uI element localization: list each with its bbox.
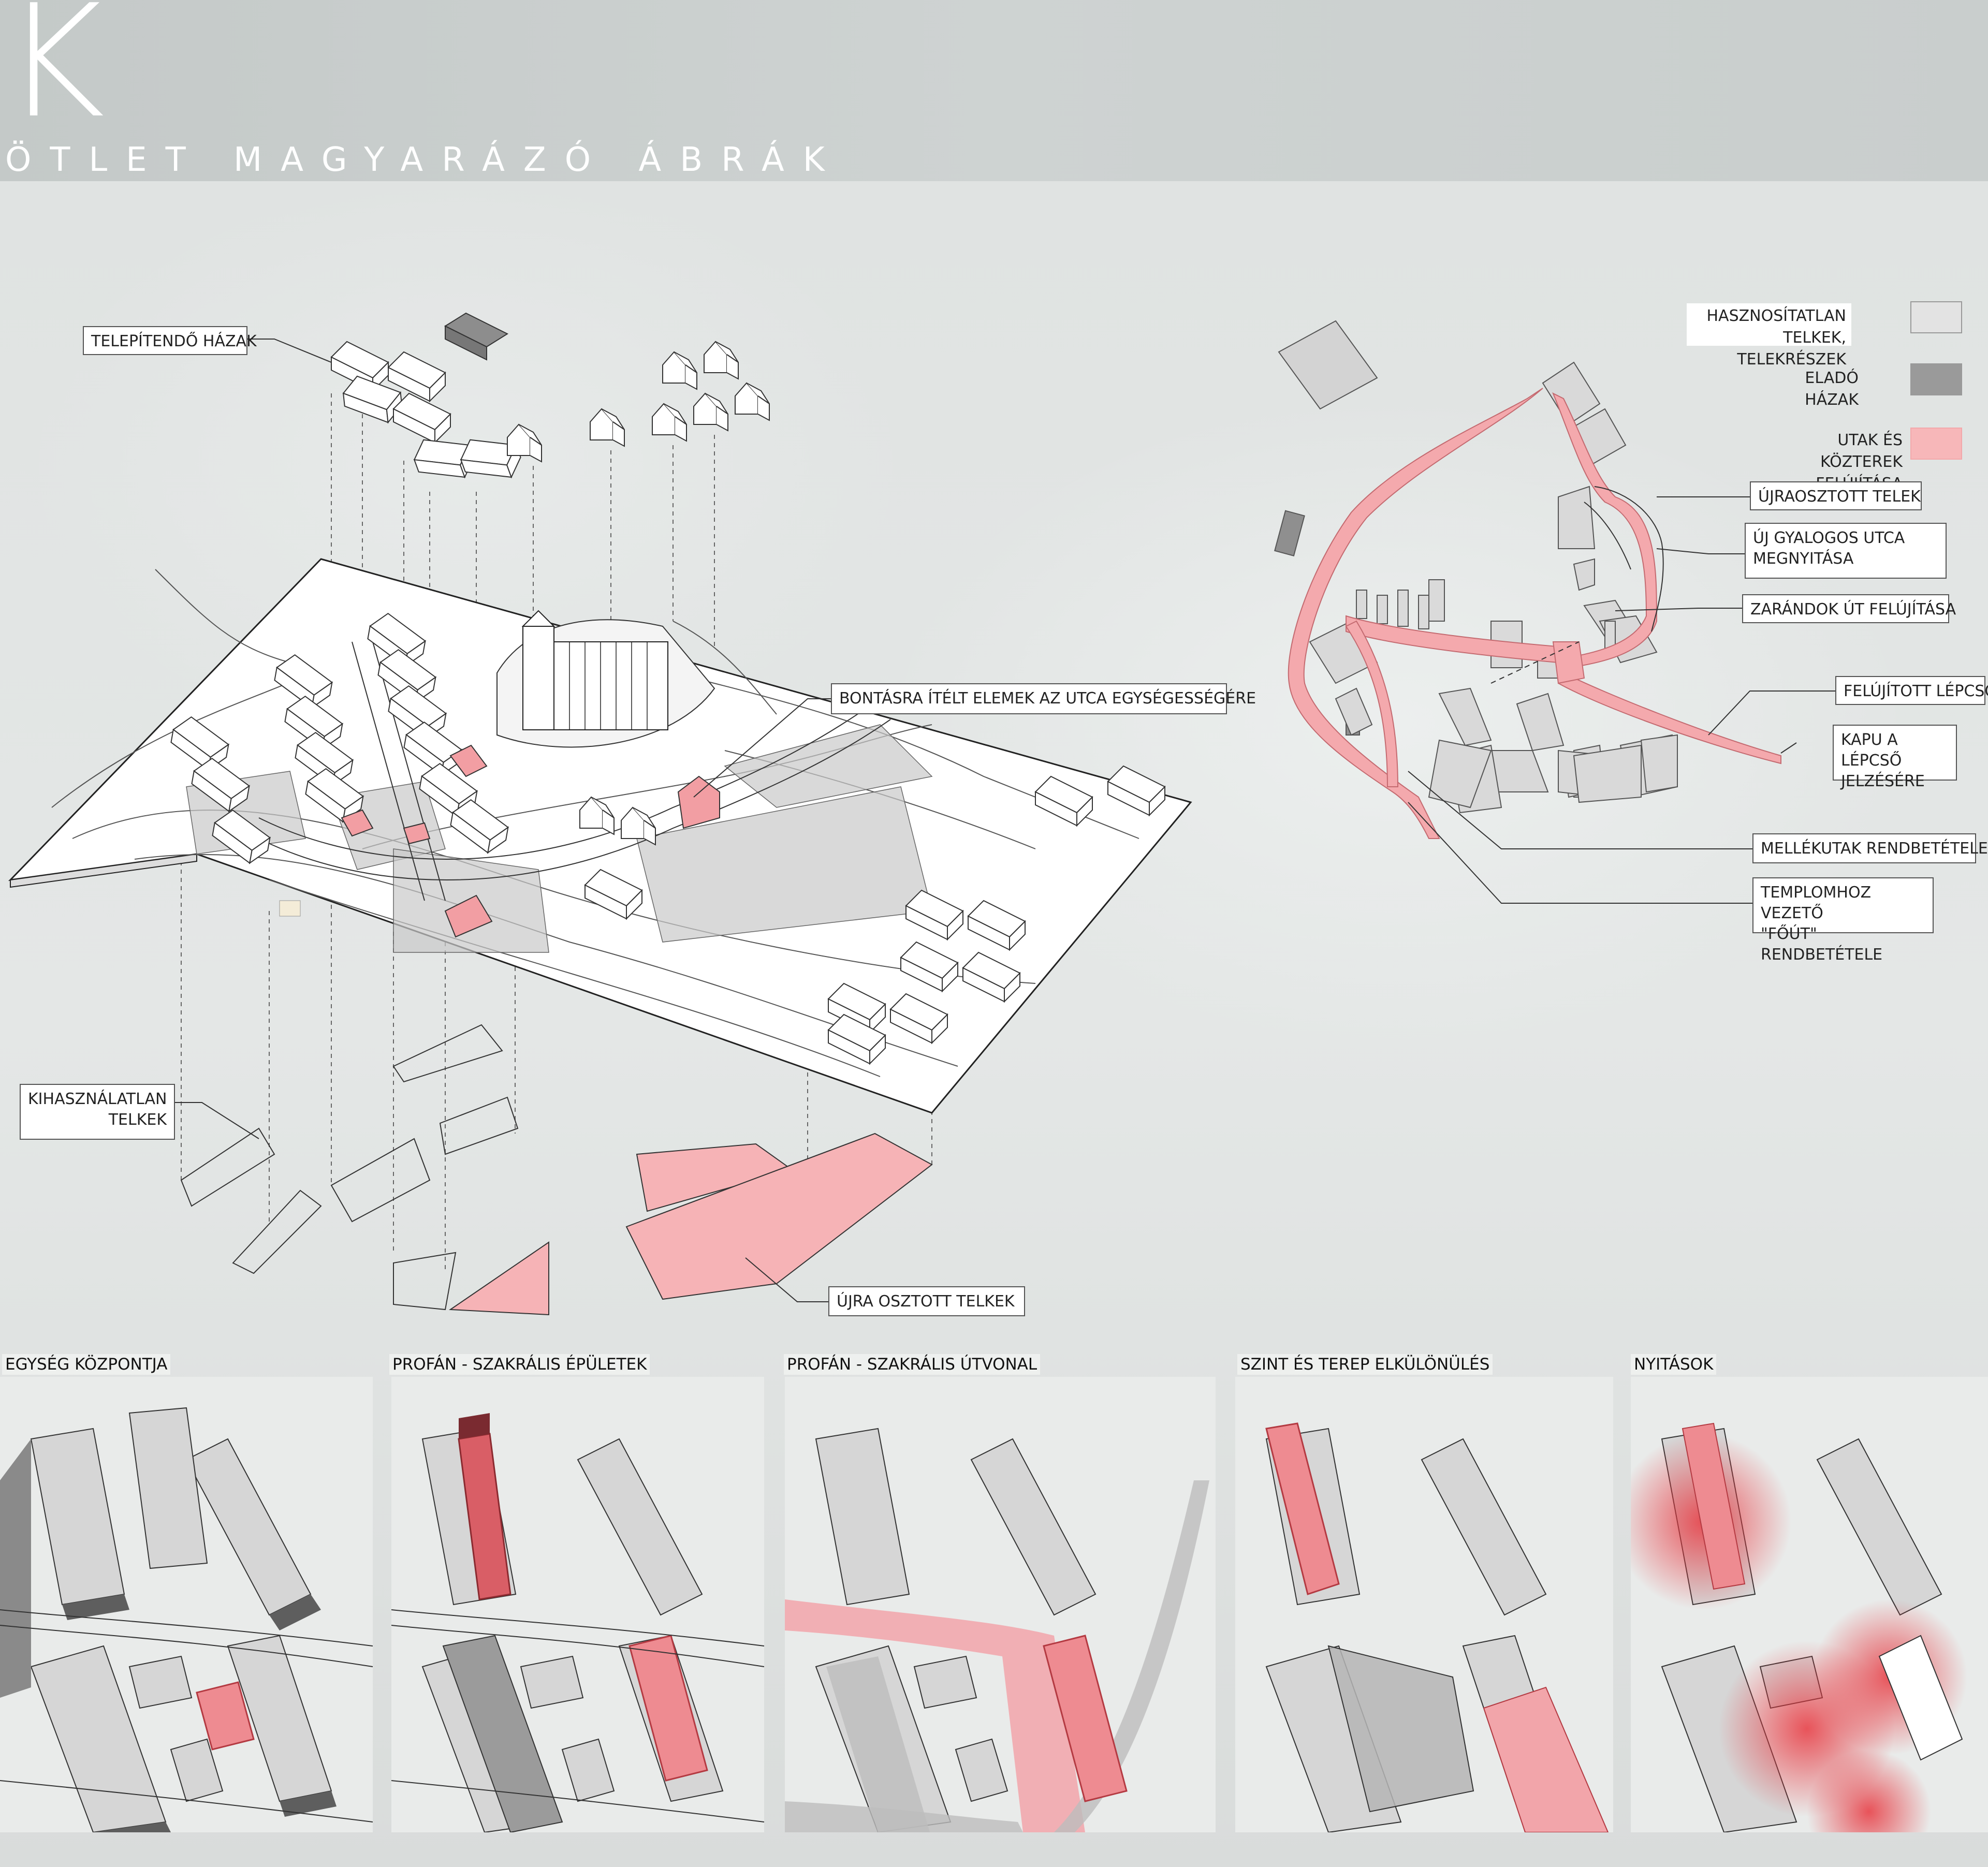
label-houses-to-settle: TELEPÍTENDŐ HÁZAK — [83, 326, 257, 355]
label-new-pedestrian: ÚJ GYALOGOS UTCA MEGNYITÁSA — [1745, 523, 1947, 579]
redistributed-plots — [448, 1133, 933, 1316]
axonometric-site-diagram — [8, 312, 1192, 1316]
strip-title-1: EGYSÉG KÖZPONTJA — [2, 1354, 171, 1375]
label-redistributed-plot: ÚJRAOSZTOTT TELEK — [1750, 481, 1922, 510]
label-gate: KAPU A LÉPCSŐ JELZÉSÉRE — [1833, 725, 1957, 790]
label-side-roads: MELLÉKUTAK RENDBETÉTELE — [1752, 833, 1988, 863]
label-unused-plots: KIHASZNÁLATLAN TELKEK — [20, 1084, 175, 1140]
demolition-elements — [341, 744, 720, 938]
unused-plots — [180, 1024, 519, 1311]
header-band — [0, 0, 1988, 181]
site-model — [8, 558, 1192, 1114]
strip-title-3: PROFÁN - SZAKRÁLIS ÚTVONAL — [784, 1354, 1041, 1375]
label-redistributed-plots: ÚJRA OSZTOTT TELKEK — [828, 1286, 1025, 1316]
strip-panel-5 — [1631, 1377, 1988, 1832]
page-title: ÖTLET MAGYARÁZÓ ÁBRÁK — [5, 141, 843, 179]
legend-roads: UTAK ÉS KÖZTEREK FELÚJÍTÁSA — [1816, 431, 1903, 493]
legend-swatch-roads — [1910, 428, 1962, 460]
strip-panel-3 — [785, 1377, 1216, 1832]
strip-title-5: NYITÁSOK — [1631, 1354, 1717, 1375]
strip-panel-2 — [391, 1377, 764, 1832]
section-letter: K — [3, 0, 105, 152]
legend-swatch-unused — [1910, 301, 1962, 333]
legend-for-sale: ELADÓ HÁZAK — [1805, 369, 1859, 409]
strip-title-2: PROFÁN - SZAKRÁLIS ÉPÜLETEK — [389, 1354, 650, 1375]
strip-panel-4 — [1235, 1377, 1613, 1832]
strip-title-4: SZINT ÉS TEREP ELKÜLÖNÜLÉS — [1237, 1354, 1493, 1375]
strip-panel-1 — [0, 1377, 373, 1832]
legend-unused: HASZNOSÍTATLAN TELKEK, TELEKRÉSZEK — [1687, 303, 1851, 369]
leader-lines — [171, 339, 831, 1302]
label-renovated-stairs: FELÚJÍTOTT LÉPCSŐ — [1835, 676, 1988, 705]
label-main-road: TEMPLOMHOZ VEZETŐ "FŐÚT" RENDBETÉTELE — [1752, 877, 1934, 964]
legend-swatch-for-sale — [1910, 363, 1962, 395]
label-pilgrim-path: ZARÁNDOK ÚT FELÚJÍTÁSA — [1742, 594, 1956, 623]
label-demolish: BONTÁSRA ÍTÉLT ELEMEK AZ UTCA EGYSÉGESSÉ… — [831, 683, 1256, 714]
church — [496, 610, 715, 748]
floating-houses — [331, 312, 770, 492]
